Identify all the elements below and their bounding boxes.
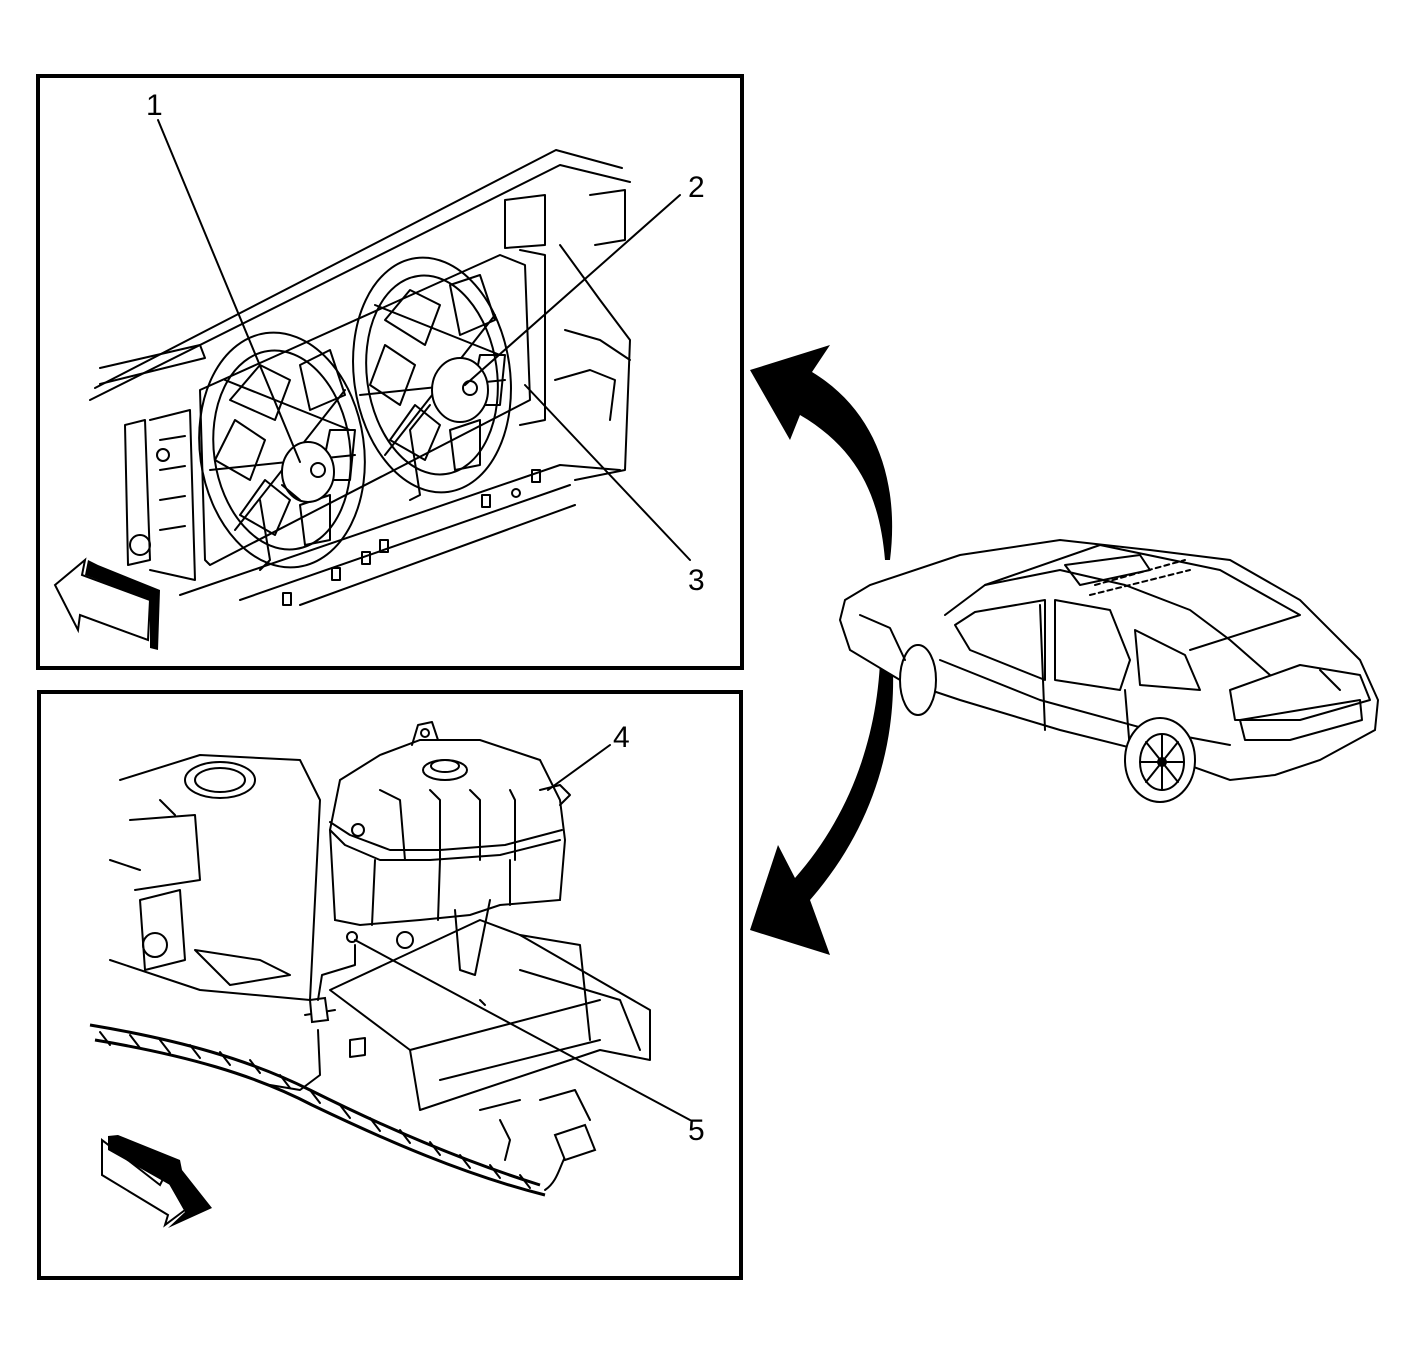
strut-tower — [109, 754, 321, 1001]
radiator-support — [89, 149, 631, 606]
leader-line-1 — [157, 119, 301, 463]
front-arrow-icon — [101, 1135, 212, 1228]
callout-3: 3 — [688, 564, 705, 597]
vehicle-front-wheel — [899, 644, 937, 716]
leader-line-2 — [464, 194, 681, 386]
harness-connector — [553, 1123, 597, 1162]
top-panel: 1 2 3 — [36, 74, 744, 670]
fan-motor-left — [281, 441, 335, 503]
cooling-fan-left — [198, 331, 366, 571]
callout-1: 1 — [146, 89, 163, 122]
leader-line-5 — [354, 939, 691, 1121]
cooling-fan-right — [352, 256, 512, 501]
level-sensor-connector — [308, 996, 330, 1024]
vehicle-rear-door-window — [1054, 599, 1131, 691]
bottom-panel: 4 5 — [37, 690, 743, 1280]
wiring-harness — [89, 944, 597, 1197]
front-arrow-icon — [53, 557, 160, 650]
callout-4: 4 — [613, 721, 630, 754]
curved-arrow-icon — [750, 345, 894, 955]
callout-2: 2 — [688, 171, 705, 204]
vehicle-illustration — [838, 538, 1380, 803]
fan-motor-right — [431, 357, 489, 423]
fan-shroud — [199, 254, 531, 566]
vehicle-front-door-window — [954, 599, 1046, 681]
top-panel-frame — [36, 74, 744, 670]
leader-line-3 — [524, 384, 691, 561]
callout-5: 5 — [688, 1114, 705, 1147]
coolant-surge-tank — [328, 721, 571, 976]
leader-line-4 — [547, 744, 611, 791]
surge-tank-cap — [422, 759, 468, 781]
radiator-frame — [329, 919, 651, 1161]
